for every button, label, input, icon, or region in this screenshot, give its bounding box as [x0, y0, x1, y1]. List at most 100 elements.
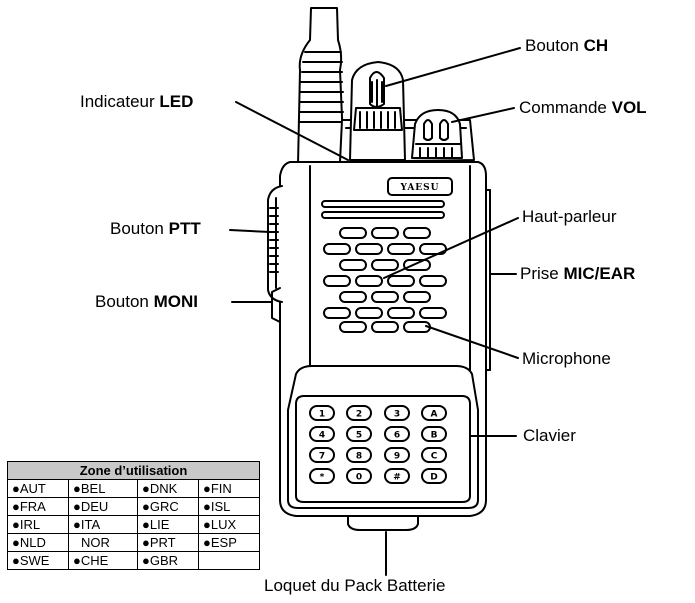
- key-1-2-shape: [384, 426, 410, 442]
- key-3-1-label: 0: [356, 473, 362, 483]
- ch-leader: [385, 47, 521, 87]
- key-3-3-label: D: [430, 473, 437, 483]
- callout-battery-latch: Loquet du Pack Batterie: [264, 576, 445, 596]
- table-row: ●SWE●CHE●GBR: [7, 551, 260, 570]
- callout-ch-bold: CH: [583, 36, 609, 55]
- callout-microphone: Microphone: [522, 349, 611, 369]
- callout-ch: Bouton CH: [525, 36, 608, 56]
- callout-speaker-text: Haut-parleur: [522, 207, 617, 226]
- callout-ptt: Bouton PTT: [110, 219, 201, 239]
- led-leader: [235, 101, 349, 161]
- callout-led-prefix: Indicateur: [80, 92, 160, 111]
- key-0-2-label: 3: [394, 410, 400, 420]
- table-cell: ●NLD: [7, 533, 69, 552]
- table-row: ●AUT●BEL●DNK●FIN: [7, 479, 260, 498]
- speaker-leader: [383, 217, 519, 279]
- callout-battery-latch-text: Loquet du Pack Batterie: [264, 576, 446, 595]
- table-cell: ●CHE: [68, 551, 138, 570]
- table-cell: NOR: [68, 533, 138, 552]
- key-1-1-label: 5: [356, 431, 362, 441]
- key-0-3-shape: [421, 405, 447, 421]
- callout-speaker: Haut-parleur: [522, 207, 617, 227]
- table-cell: ●IRL: [7, 515, 69, 534]
- table-cell: ●ESP: [198, 533, 260, 552]
- key-3-1-shape: [346, 468, 372, 484]
- table-cell: ●LUX: [198, 515, 260, 534]
- key-2-3-label: C: [431, 452, 438, 462]
- table-cell: ●FRA: [7, 497, 69, 516]
- battery-latch: [347, 515, 419, 531]
- key-2-0-shape: [309, 447, 335, 463]
- callout-microphone-text: Microphone: [522, 349, 611, 368]
- table-cell: ●FIN: [198, 479, 260, 498]
- key-3-0-shape: [309, 468, 335, 484]
- callout-mic-ear-prefix: Prise: [520, 264, 564, 283]
- table-row: ●FRA●DEU●GRC●ISL: [7, 497, 260, 516]
- callout-moni: Bouton MONI: [95, 292, 198, 312]
- callout-vol-bold: VOL: [611, 98, 647, 117]
- key-0-0-label: 1: [319, 410, 325, 420]
- table-cell: [198, 551, 260, 570]
- key-3-2-shape: [384, 468, 410, 484]
- key-2-2-label: 9: [394, 452, 400, 462]
- table-cell: ●LIE: [137, 515, 199, 534]
- key-2-1-label: 8: [356, 452, 362, 462]
- moni-button: [271, 287, 281, 323]
- key-0-0-shape: [309, 405, 335, 421]
- key-0-3-label: A: [431, 410, 438, 420]
- callout-ch-prefix: Bouton: [525, 36, 584, 55]
- callout-led-bold: LED: [159, 92, 194, 111]
- key-1-0-shape: [309, 426, 335, 442]
- table-cell: ●BEL: [68, 479, 138, 498]
- table-cell: ●GRC: [137, 497, 199, 516]
- callout-keypad: Clavier: [523, 426, 576, 446]
- key-2-1-shape: [346, 447, 372, 463]
- callout-ptt-bold: PTT: [168, 219, 201, 238]
- key-0-1-shape: [346, 405, 372, 421]
- zone-table-body: ●AUT●BEL●DNK●FIN●FRA●DEU●GRC●ISL●IRL●ITA…: [7, 479, 260, 570]
- callout-mic-ear: Prise MIC/EAR: [520, 264, 635, 284]
- table-cell: ●ITA: [68, 515, 138, 534]
- callout-vol: Commande VOL: [519, 98, 647, 118]
- table-cell: ●SWE: [7, 551, 69, 570]
- callout-moni-bold: MONI: [153, 292, 198, 311]
- callout-keypad-text: Clavier: [523, 426, 576, 445]
- table-row: ●IRL●ITA●LIE●LUX: [7, 515, 260, 534]
- zone-table: Zone d’utilisation ●AUT●BEL●DNK●FIN●FRA●…: [7, 461, 260, 570]
- table-cell: ●DEU: [68, 497, 138, 516]
- vol-leader: [451, 107, 515, 123]
- ptt-leader: [229, 229, 271, 233]
- speaker-grille: [323, 227, 447, 333]
- table-cell: ●DNK: [137, 479, 199, 498]
- microphone-leader: [425, 325, 519, 359]
- key-1-1-shape: [346, 426, 372, 442]
- callout-ptt-prefix: Bouton: [110, 219, 169, 238]
- key-1-0-label: 4: [319, 431, 325, 441]
- table-cell: ●PRT: [137, 533, 199, 552]
- key-3-0-label: *: [320, 473, 325, 483]
- antenna: [297, 7, 345, 166]
- callout-moni-prefix: Bouton: [95, 292, 154, 311]
- key-3-3-shape: [421, 468, 447, 484]
- key-1-2-label: 6: [394, 431, 400, 441]
- key-0-1-label: 2: [356, 410, 362, 420]
- key-2-0-label: 7: [319, 452, 325, 462]
- callout-mic-ear-bold: MIC/EAR: [563, 264, 636, 283]
- key-2-3-shape: [421, 447, 447, 463]
- keypad-keys: 1 2 3 A 4 5 6 B 7 8 9 C * 0 # D: [309, 405, 447, 484]
- key-3-2-label: #: [393, 473, 401, 483]
- key-0-2-shape: [384, 405, 410, 421]
- key-1-3-shape: [421, 426, 447, 442]
- callout-vol-prefix: Commande: [519, 98, 612, 117]
- callout-led: Indicateur LED: [80, 92, 193, 112]
- table-cell: ●GBR: [137, 551, 199, 570]
- table-cell: ●ISL: [198, 497, 260, 516]
- key-1-3-label: B: [431, 431, 438, 441]
- brand-logo: YAESU: [399, 183, 439, 193]
- table-cell: ●AUT: [7, 479, 69, 498]
- key-2-2-shape: [384, 447, 410, 463]
- zone-table-title: Zone d’utilisation: [7, 461, 260, 480]
